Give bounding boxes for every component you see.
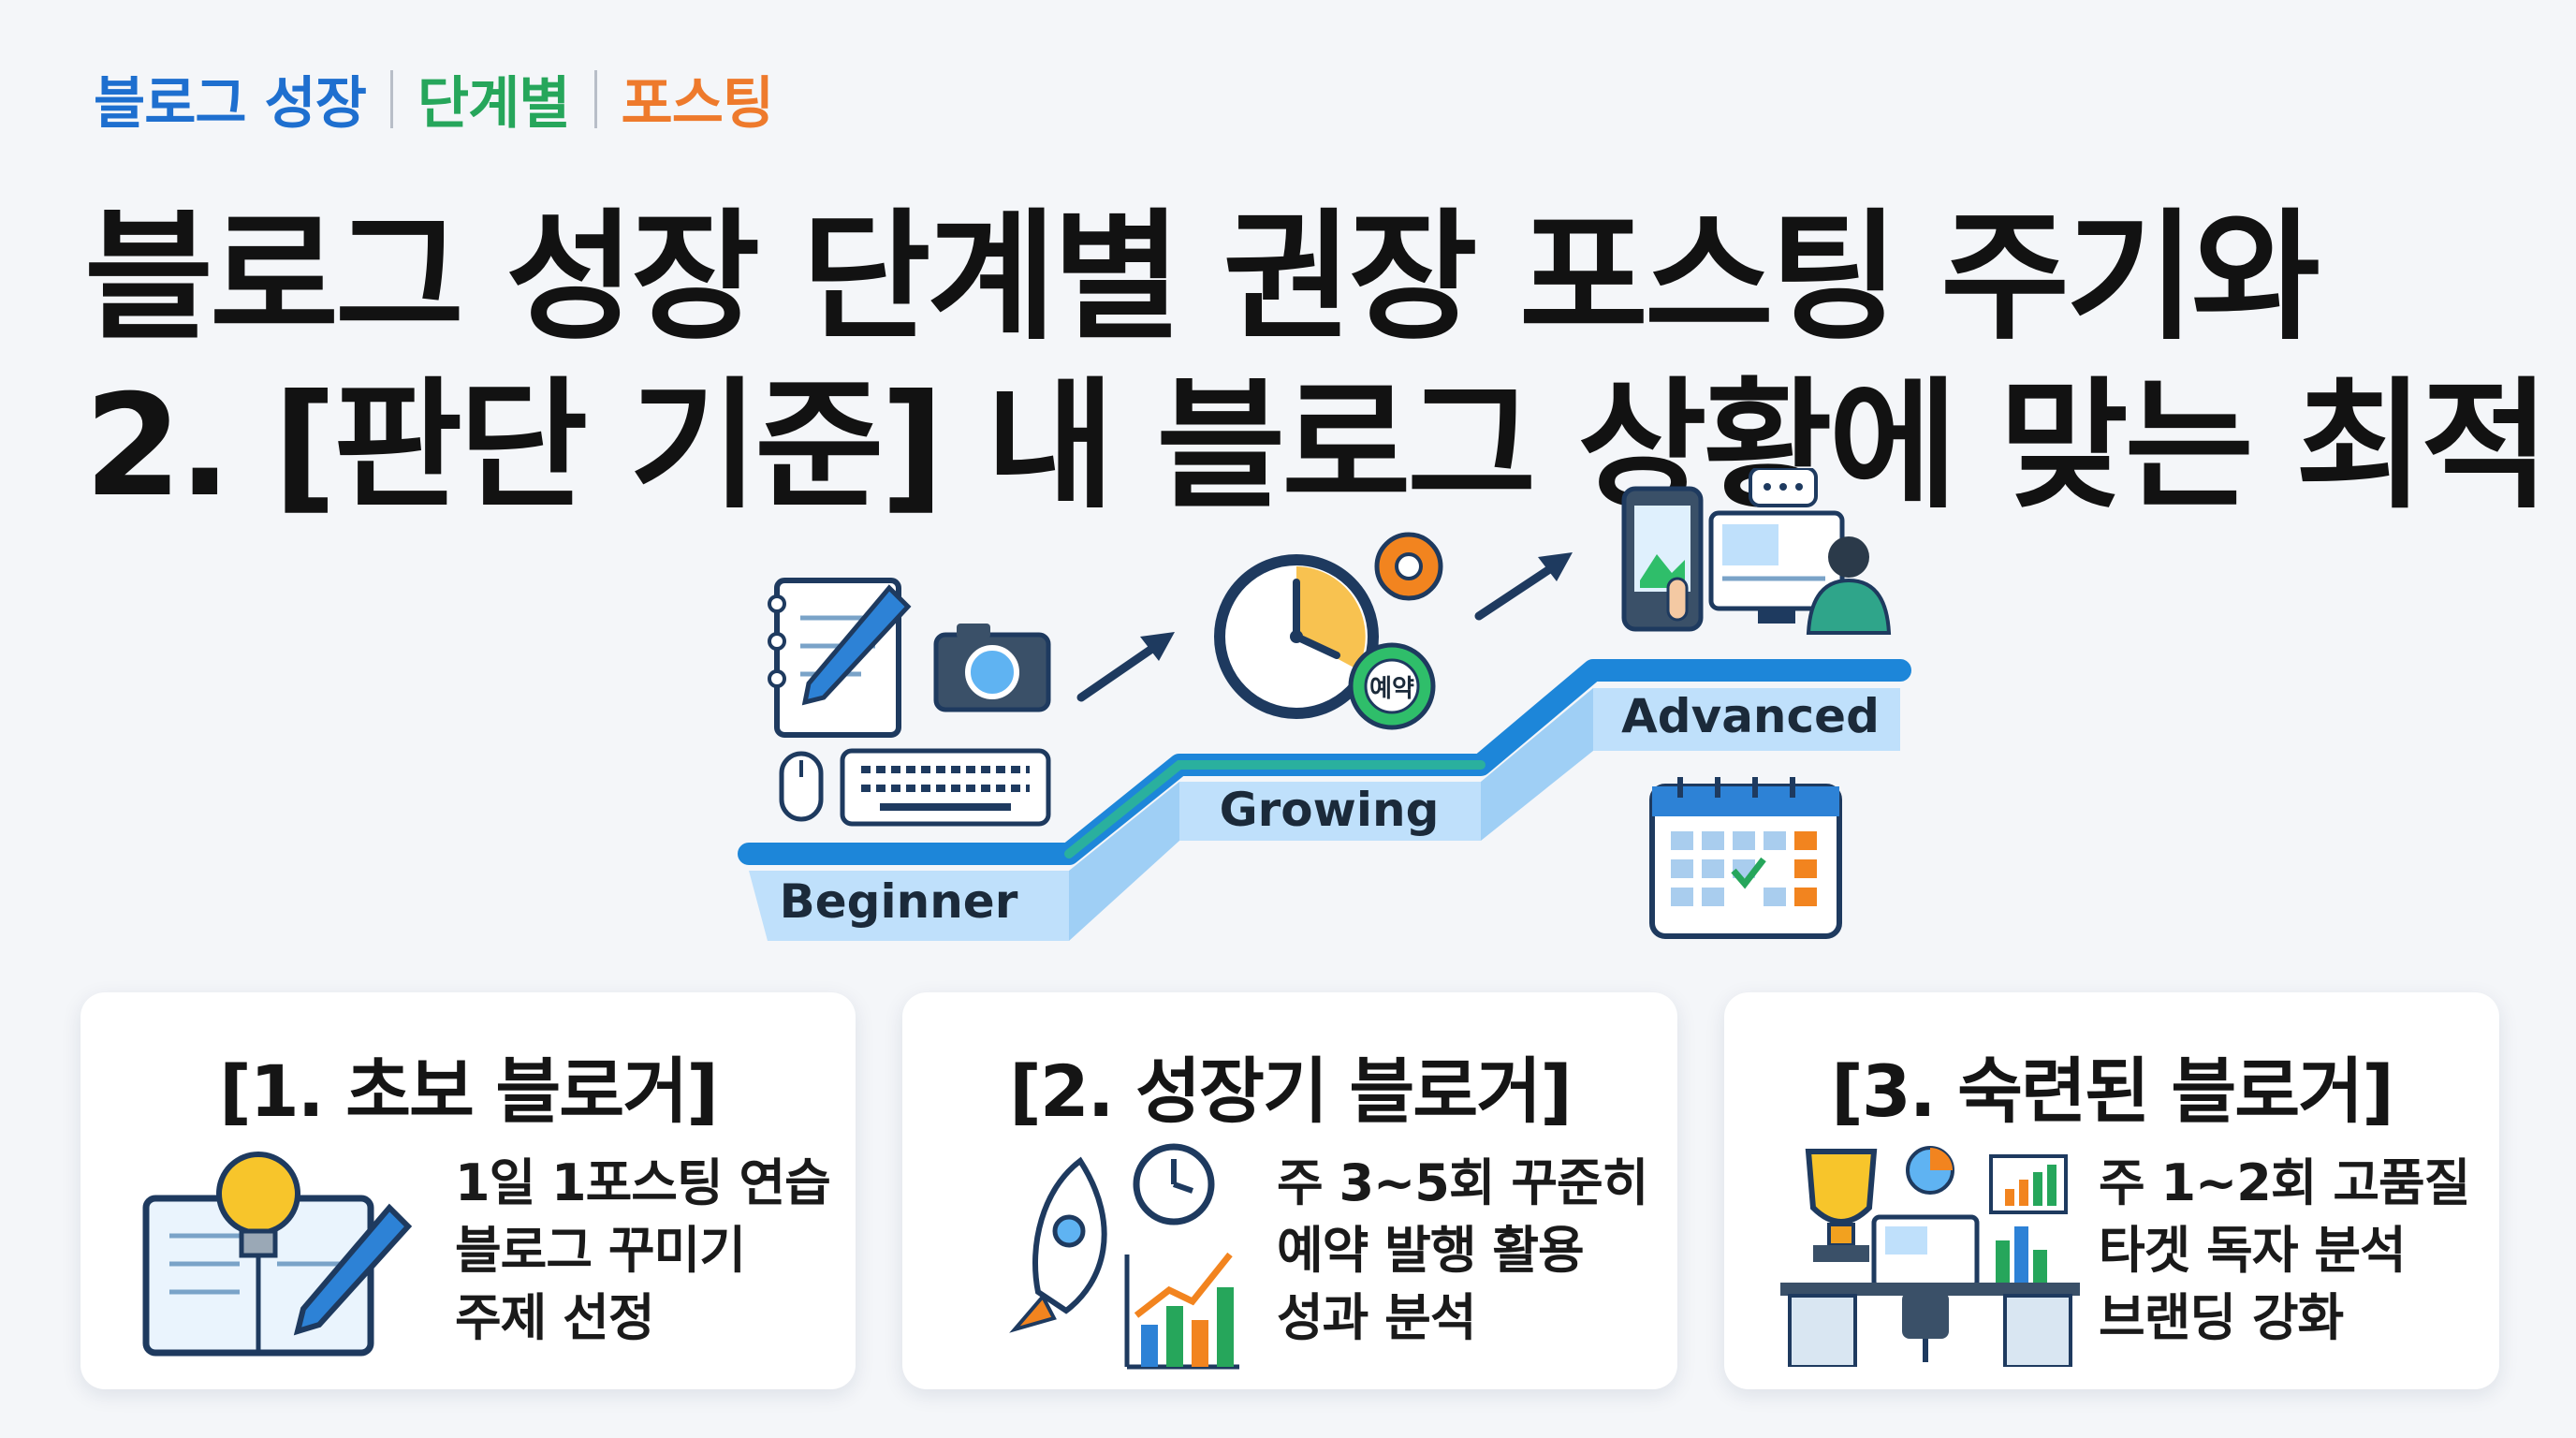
gear-icon: [1374, 532, 1443, 601]
chat-bubble-icon: [1749, 468, 1818, 507]
stage-label-advanced: Advanced: [1621, 689, 1880, 743]
list-item: 주 1~2회 고품질: [2099, 1153, 2470, 1212]
pie-chart-icon: [1906, 1146, 1954, 1195]
arrow-up-icon: [1474, 562, 1559, 621]
monitor-icon: [1871, 1214, 1980, 1290]
camera-icon: [933, 624, 1051, 712]
list-item: 타겟 독자 분석: [2099, 1221, 2407, 1280]
card-title: [2. 성장기 블로거]: [1009, 1049, 1573, 1133]
notebook-pen-icon: [768, 578, 912, 738]
stair-front-beginner: [749, 871, 1069, 941]
card-growing-blogger: [2. 성장기 블로거] 주 3~5회 꾸준히 예약 발행 활용 성과 분석: [902, 992, 1677, 1389]
clock-icon: [1214, 554, 1379, 719]
page-title-line-2: 2. [판단 기준] 내 블로그 상황에 맞는 최적: [84, 365, 2550, 528]
clock-badge-text: 예약: [1369, 675, 1414, 703]
card-item-list: 주 3~5회 꾸준히 예약 발행 활용 성과 분석: [1277, 1150, 1648, 1352]
clock-icon: [1133, 1143, 1215, 1225]
list-item: 주 3~5회 꾸준히: [1277, 1153, 1648, 1212]
rocket-icon: [1009, 1156, 1107, 1333]
card-advanced-blogger: [3. 숙련된 블로거]: [1724, 992, 2499, 1389]
card-title: [1. 초보 블로거]: [219, 1049, 719, 1133]
office-desk-icon: [1780, 1226, 2080, 1367]
hand-pointer-icon: [1666, 577, 1689, 622]
trophy-icon: [1805, 1149, 1878, 1262]
stair-front-growing: [1179, 782, 1481, 841]
stage-label-growing: Growing: [1220, 783, 1440, 837]
page-title-line-1: 블로그 성장 단계별 권장 포스팅 주기와: [84, 197, 2320, 360]
card-title: [3. 숙련된 블로거]: [1831, 1049, 2394, 1133]
gear-icon: [1348, 642, 1436, 730]
list-item: 브랜딩 강화: [2099, 1288, 2344, 1347]
card-beginner-blogger: [1. 초보 블로거] 1일 1포스팅 연습 블로그 꾸미기 주제 선정: [80, 992, 856, 1389]
trophy-desk-icon: [1780, 1146, 2080, 1367]
tag-stages: 단계별: [417, 71, 571, 137]
growth-chart-icon: [1124, 1252, 1239, 1370]
list-item: 성과 분석: [1277, 1288, 1477, 1347]
list-item: 1일 1포스팅 연습: [455, 1153, 831, 1212]
rocket-clock-chart-icon: [1009, 1143, 1239, 1370]
header-tags: 블로그 성장 단계별 포스팅: [94, 58, 775, 139]
calendar-icon: [1649, 777, 1842, 939]
tag-posting: 포스팅: [621, 71, 775, 137]
stair-front-advanced: [1593, 688, 1900, 751]
person-icon: [1806, 536, 1892, 635]
arrow-up-icon: [1076, 641, 1161, 702]
smartphone-icon: [1621, 486, 1704, 632]
list-item: 예약 발행 활용: [1277, 1221, 1585, 1280]
monitor-icon: [1708, 510, 1845, 624]
list-item: 주제 선정: [455, 1288, 655, 1347]
growth-stairs-illustration: Beginner Growing Advanced: [738, 468, 1911, 941]
tag-divider: [389, 69, 393, 128]
tag-divider: [593, 69, 597, 128]
card-item-list: 주 1~2회 고품질 타겟 독자 분석 브랜딩 강화: [2099, 1150, 2470, 1352]
stage-label-beginner: Beginner: [780, 874, 1018, 929]
keyboard-icon: [840, 748, 1051, 827]
bar-chart-icon: [1989, 1154, 2068, 1214]
mouse-icon: [779, 751, 824, 822]
card-item-list: 1일 1포스팅 연습 블로그 꾸미기 주제 선정: [455, 1150, 831, 1352]
tag-blog-growth: 블로그 성장: [94, 71, 367, 137]
list-item: 블로그 꾸미기: [455, 1221, 746, 1280]
notebook-lightbulb-icon: [142, 1152, 413, 1357]
